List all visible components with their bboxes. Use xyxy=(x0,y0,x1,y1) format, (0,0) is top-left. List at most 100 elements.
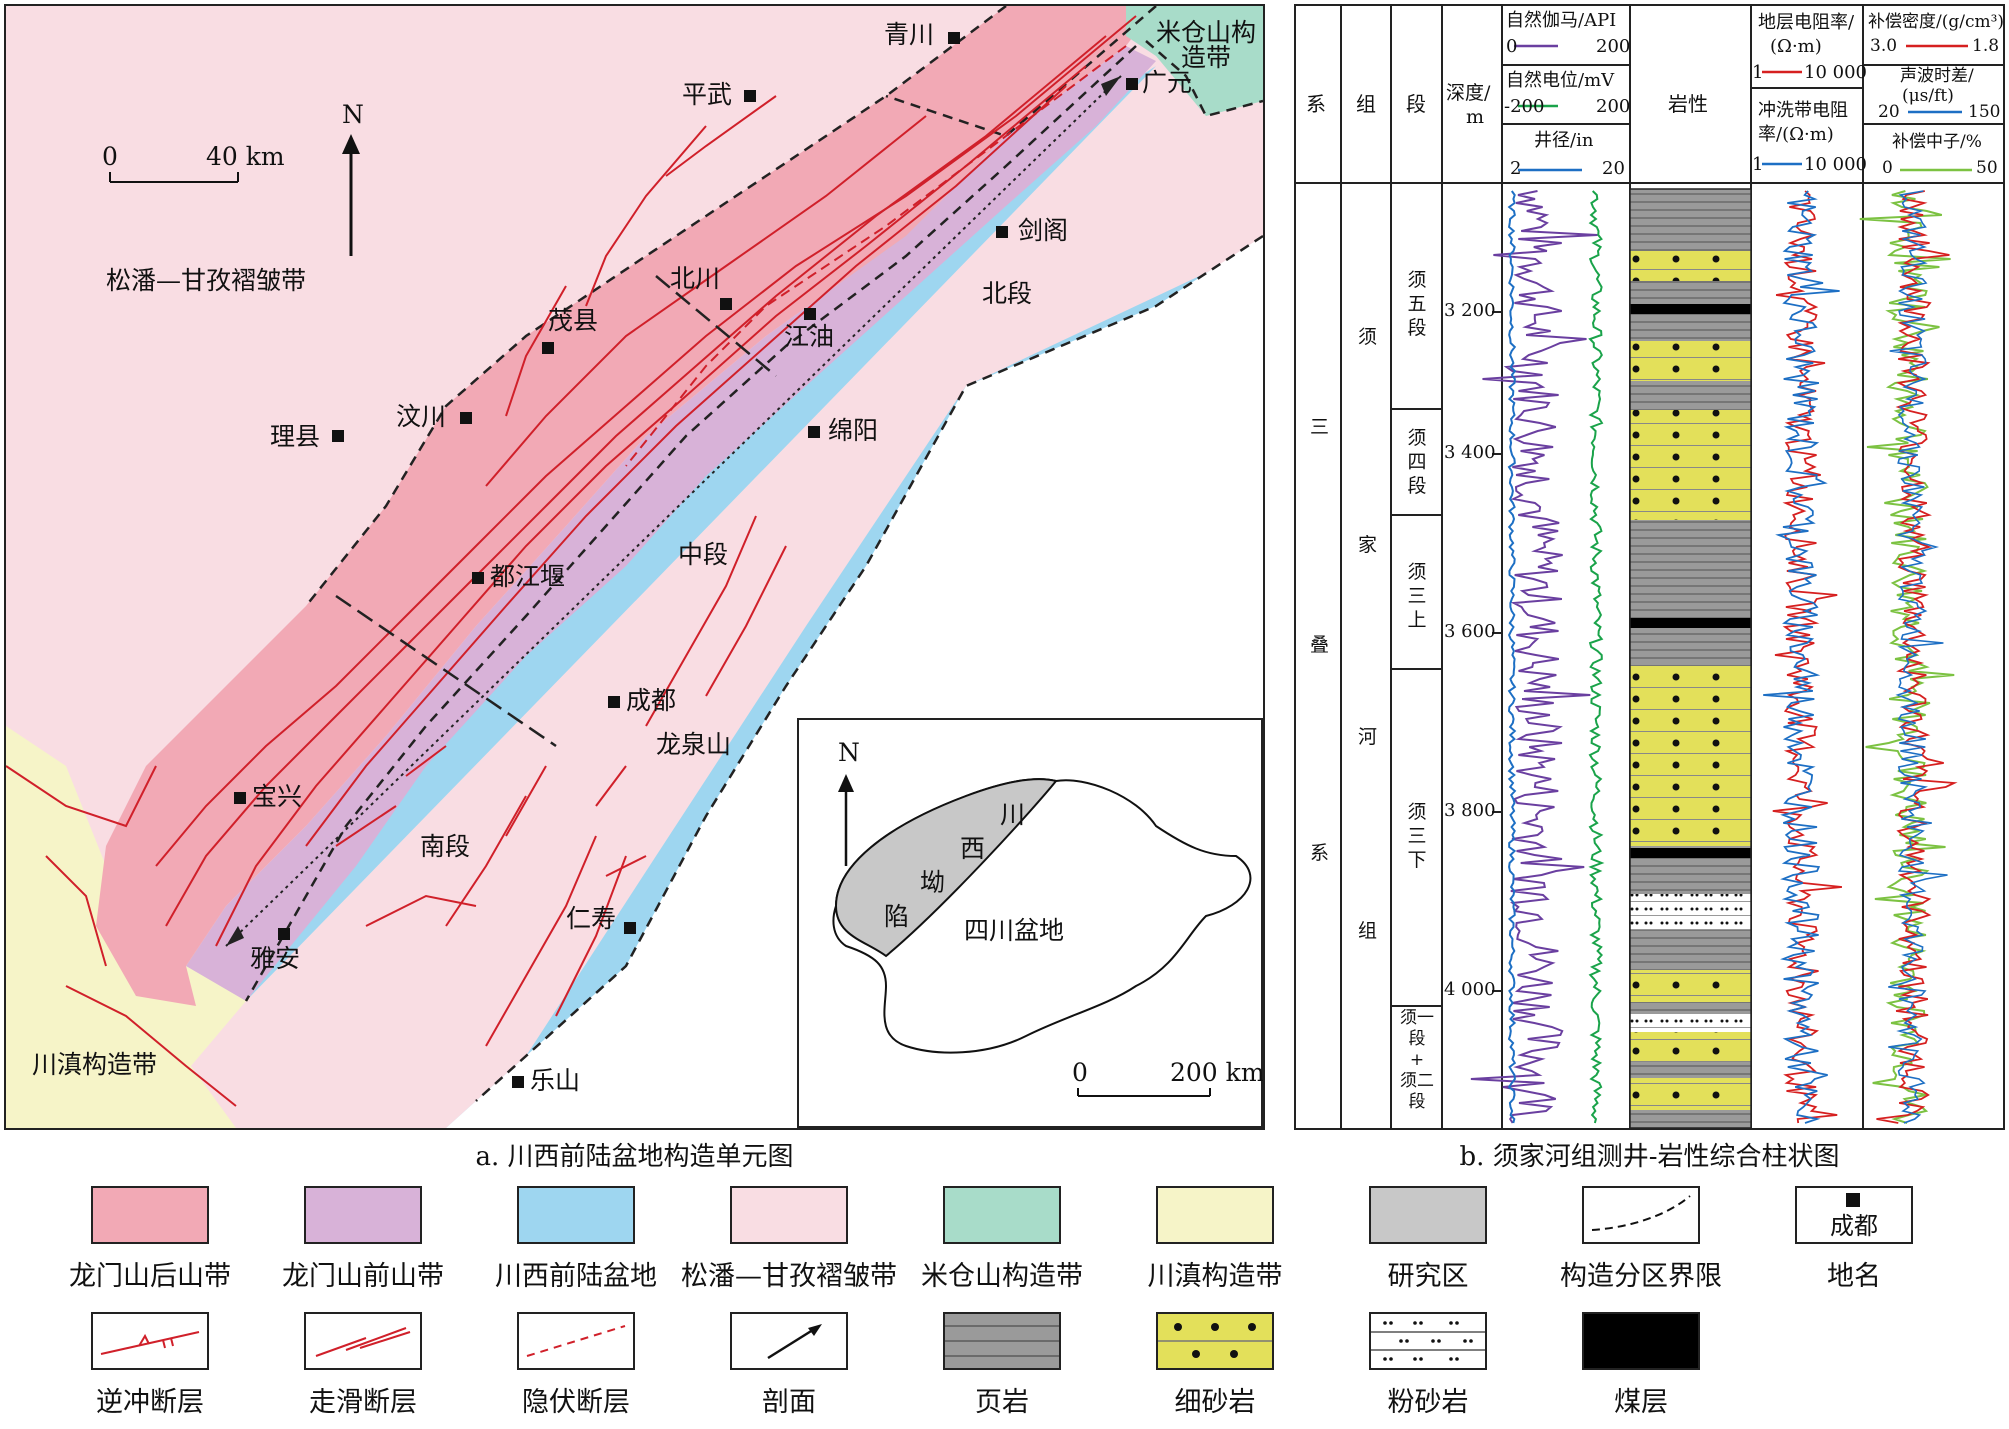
city-marker xyxy=(948,32,960,44)
member-3l-c3: 下 xyxy=(1407,849,1427,871)
legend-swatch: 成都 xyxy=(1795,1186,1913,1244)
legend-label: 川西前陆盆地 xyxy=(495,1261,657,1292)
depth-3800: 3 800 xyxy=(1444,800,1496,821)
inset-depression-char-1: 川 xyxy=(1000,800,1026,829)
rxo-min: 1 xyxy=(1752,154,1764,175)
inset-scale-value: 200 km xyxy=(1170,1058,1265,1087)
city-marker xyxy=(512,1076,524,1088)
header-member: 段 xyxy=(1406,92,1426,116)
den-max: 1.8 xyxy=(1972,36,2000,56)
city-marker xyxy=(278,928,290,940)
north-symbol: N xyxy=(342,100,364,129)
ac-min: 20 xyxy=(1878,102,1900,122)
legend-label: 松潘—甘孜褶皱带 xyxy=(681,1261,897,1292)
cnl-header: 补偿中子/% xyxy=(1892,132,1982,152)
legend-swatch xyxy=(1582,1312,1700,1370)
member-3u-c1: 须 xyxy=(1407,561,1427,583)
legend-item: 页岩 xyxy=(882,1312,1122,1419)
north-arrow-icon xyxy=(342,134,360,256)
ac-curve xyxy=(1888,190,1948,1124)
legend-item: 构造分区界限 xyxy=(1521,1186,1761,1293)
rt-curve xyxy=(1772,190,1842,1124)
gr-curve xyxy=(1470,190,1598,1124)
member-5-c3: 段 xyxy=(1407,317,1427,339)
city-marker xyxy=(608,696,620,708)
legend-label: 龙门山后山带 xyxy=(69,1261,231,1292)
legend-label: 川滇构造带 xyxy=(1147,1261,1283,1292)
system-char-3: 系 xyxy=(1310,842,1330,864)
thrust-faults xyxy=(6,15,1137,1107)
legend-swatch xyxy=(1369,1312,1487,1370)
city-marker xyxy=(460,412,472,424)
legend-label: 米仓山构造带 xyxy=(921,1261,1083,1292)
sp-min: -200 xyxy=(1504,96,1545,117)
legend-swatch xyxy=(304,1312,422,1370)
zone-label-north: 北段 xyxy=(982,279,1033,308)
legend-item: 细砂岩 xyxy=(1095,1312,1335,1419)
zone-label-micang-text: 米仓山构造带 xyxy=(1156,18,1257,72)
city-marker xyxy=(332,430,344,442)
legend-label: 剖面 xyxy=(762,1387,816,1418)
depth-3400: 3 400 xyxy=(1444,442,1496,463)
zone-label-chuandian: 川滇构造带 xyxy=(32,1050,158,1079)
legend-label: 粉砂岩 xyxy=(1387,1387,1469,1418)
scale-zero: 0 xyxy=(102,142,118,171)
member-12-c3: + xyxy=(1409,1050,1425,1070)
member-12-c2: 段 xyxy=(1408,1029,1426,1049)
legend-swatch xyxy=(1156,1312,1274,1370)
back-range-zone xyxy=(96,6,1156,1006)
front-range-zone xyxy=(186,46,1156,1001)
city-marker xyxy=(1126,78,1138,90)
cal-min: 2 xyxy=(1510,158,1522,179)
city-maoxian: 茂县 xyxy=(548,306,599,335)
city-qingchuan: 青川 xyxy=(884,20,935,49)
profile-lines xyxy=(225,75,1122,947)
gr-max: 200 xyxy=(1596,36,1631,57)
city-mianyang: 绵阳 xyxy=(828,416,879,445)
cnl-min: 0 xyxy=(1882,158,1893,178)
legend-label: 隐伏断层 xyxy=(522,1387,630,1418)
log-curves xyxy=(1470,190,1958,1124)
legend-item: 研究区 xyxy=(1308,1186,1548,1293)
legend-label: 龙门山前山带 xyxy=(282,1261,444,1292)
legend-item: 川西前陆盆地 xyxy=(456,1186,696,1293)
gr-header: 自然伽马/API xyxy=(1506,10,1617,31)
rxo-header-2: 率/(Ω·m) xyxy=(1758,124,1834,145)
legend-label: 页岩 xyxy=(975,1387,1029,1418)
structural-map: 松潘—甘孜褶皱带 米仓山构造带 川滇构造带 北段 中段 南段 N 0 40 km… xyxy=(4,4,1265,1130)
city-pingwu: 平武 xyxy=(682,80,733,109)
city-marker xyxy=(624,922,636,934)
city-chengdu: 成都 xyxy=(626,686,677,715)
city-yaan: 雅安 xyxy=(250,944,301,973)
map-canvas xyxy=(6,6,1263,1128)
legend-swatch xyxy=(1156,1186,1274,1244)
sp-curve xyxy=(1588,190,1605,1124)
city-marker xyxy=(744,90,756,102)
rt-header-1: 地层电阻率/ xyxy=(1758,12,1855,33)
hidden-fault xyxy=(625,45,1127,467)
member-3u-c3: 上 xyxy=(1407,609,1427,631)
log-canvas xyxy=(1296,6,2003,1128)
depth-3200: 3 200 xyxy=(1444,300,1496,321)
depth-3600: 3 600 xyxy=(1444,621,1496,642)
micang-zone xyxy=(1126,6,1263,116)
inset-depression-char-3: 坳 xyxy=(920,868,946,897)
city-dujiangyan: 都江堰 xyxy=(490,562,566,591)
ac-max: 150 xyxy=(1968,102,2001,122)
legend-swatch xyxy=(943,1312,1061,1370)
legend-label: 走滑断层 xyxy=(309,1387,417,1418)
legend-label: 研究区 xyxy=(1387,1261,1469,1292)
header-lithology: 岩性 xyxy=(1668,92,1708,116)
inset-scale-zero: 0 xyxy=(1072,1058,1088,1087)
ac-header-1: 声波时差/ xyxy=(1900,66,1974,86)
legend-item: 粉砂岩 xyxy=(1308,1312,1548,1419)
member-4: 须 四 段 xyxy=(1392,426,1442,498)
city-jiange: 剑阁 xyxy=(1018,216,1069,245)
column-caption: b. 须家河组测井-岩性综合柱状图 xyxy=(1459,1142,1840,1172)
member-5-c1: 须 xyxy=(1407,269,1427,291)
scale-value: 40 km xyxy=(206,142,285,171)
legend-swatch xyxy=(91,1312,209,1370)
city-beichuan: 北川 xyxy=(670,264,721,293)
legend-label: 细砂岩 xyxy=(1174,1387,1256,1418)
header-system: 系 xyxy=(1306,92,1326,116)
